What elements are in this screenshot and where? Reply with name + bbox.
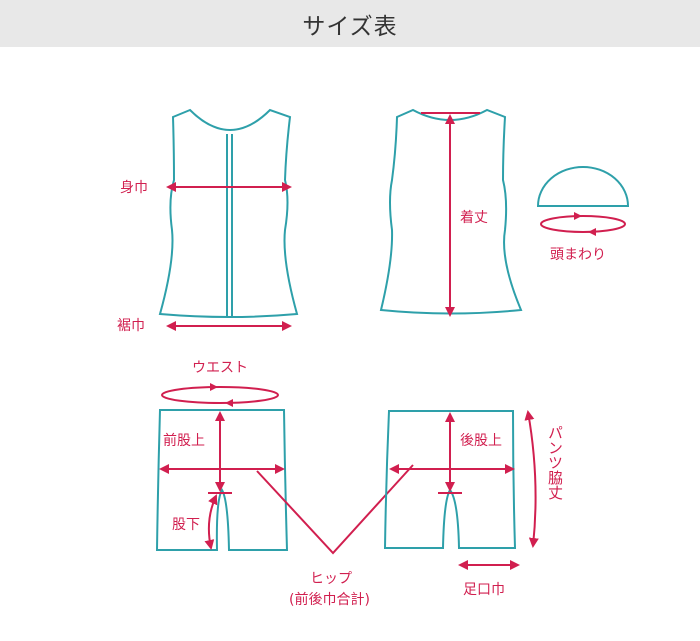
shorts-front-figure (155, 383, 289, 551)
cap-figure (536, 166, 630, 236)
label-pants-side-length: パンツ脇丈 (546, 425, 564, 500)
label-leg-opening: 足口巾 (463, 582, 505, 598)
label-head-circumference: 頭まわり (550, 247, 606, 263)
label-front-rise: 前股上 (163, 432, 205, 449)
page-title: サイズ表 (302, 13, 398, 40)
label-back-rise: 後股上 (460, 433, 502, 449)
label-waist: ウエスト (192, 360, 248, 376)
label-length: 着丈 (460, 210, 488, 226)
top-back-figure (379, 108, 523, 317)
page-header: サイズ表 (0, 0, 700, 47)
label-inseam: 股下 (172, 517, 200, 533)
label-hip: ヒップ (310, 571, 352, 587)
shorts-back-figure (383, 410, 539, 570)
label-hem-width: 裾巾 (117, 318, 145, 334)
label-hip-note: (前後巾合計) (289, 591, 370, 608)
top-front-figure (158, 108, 299, 331)
label-body-width: 身巾 (120, 180, 148, 196)
